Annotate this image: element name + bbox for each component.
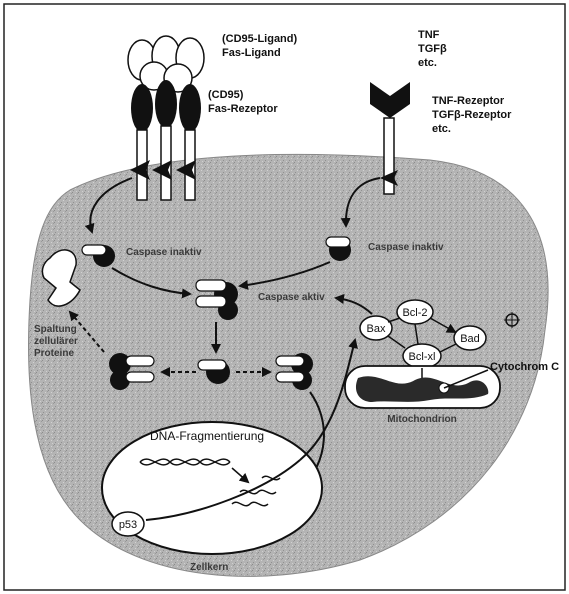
tgfb-receptor-label: TGFβ-Rezeptor (432, 109, 512, 121)
bad-label: Bad (460, 333, 480, 345)
mitochondrion-label: Mitochondrion (387, 414, 456, 425)
fas-ligand-label: Fas-Ligand (222, 47, 281, 59)
cd95-ligand-label: (CD95-Ligand) (222, 33, 298, 45)
bax-label: Bax (367, 323, 386, 335)
tnf-label: TNF (418, 29, 440, 41)
caspase-inactive-right-label: Caspase inaktiv (368, 242, 444, 253)
bcl2-node: Bcl-2 (397, 300, 433, 324)
fas-receptor (130, 80, 201, 200)
bcl2-label: Bcl-2 (402, 307, 427, 319)
p53-label: p53 (119, 519, 137, 531)
bax-node: Bax (360, 316, 392, 340)
cytochrome-c-label: Cytochrom C (490, 361, 559, 373)
etc-receptor-label: etc. (432, 123, 451, 135)
bad-node: Bad (454, 326, 486, 350)
fas-receptor-label: Fas-Rezeptor (208, 103, 278, 115)
caspase-inactive-left-label: Caspase inaktiv (126, 247, 202, 258)
caspase-active-label: Caspase aktiv (258, 292, 325, 303)
cleavage-label-2: zellulärer (34, 336, 78, 347)
tnf-ligand-shape (370, 82, 410, 118)
bclxl-label: Bcl-xl (409, 351, 436, 363)
etc-top-label: etc. (418, 57, 437, 69)
cleavage-label-1: Spaltung (34, 324, 77, 335)
cd95-label: (CD95) (208, 89, 244, 101)
tgfb-label: TGFβ (418, 43, 447, 55)
nucleus-label: Zellkern (190, 562, 228, 573)
tnf-receptor-label: TNF-Rezeptor (432, 95, 505, 107)
bclxl-node: Bcl-xl (403, 344, 441, 368)
dna-fragmentation-label: DNA-Fragmentierung (150, 429, 264, 443)
cleavage-label-3: Proteine (34, 348, 74, 359)
